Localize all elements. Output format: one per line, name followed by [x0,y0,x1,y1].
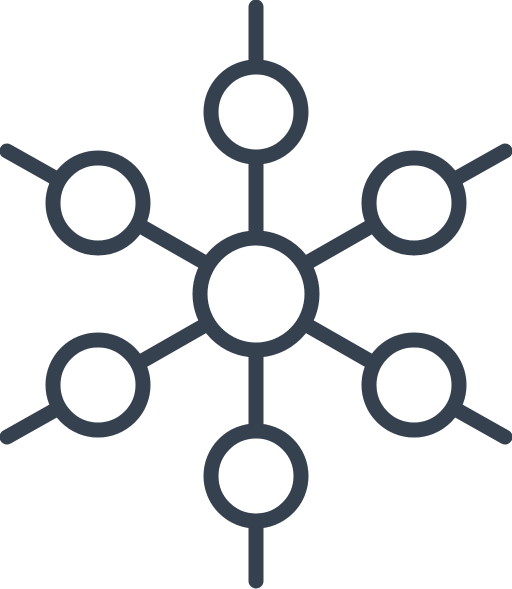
node-upper-right [361,150,467,256]
spoke-lower-right [297,316,376,368]
node-lower-right [361,332,467,438]
spoke-upper-right [297,220,376,272]
tail-lower-right [449,402,512,445]
tail-upper-right [449,143,512,186]
tail-upper-left [0,143,63,186]
spoke-upper-left [136,220,215,272]
node-bottom [203,423,309,529]
tail-lower-left [0,402,63,445]
spoke-lower-left [136,316,215,368]
node-lower-left [45,332,151,438]
node-top [203,59,309,165]
node-upper-left [45,150,151,256]
hub-node [192,230,320,358]
